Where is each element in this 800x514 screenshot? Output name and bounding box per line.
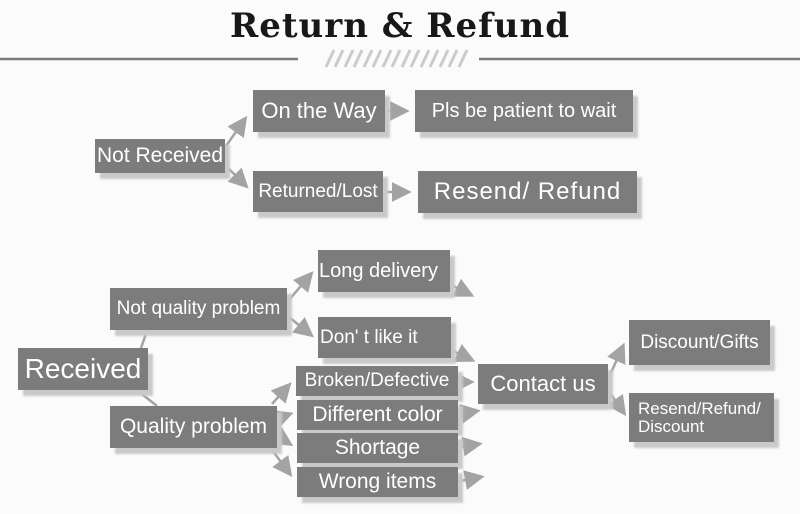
node-dont-like-it: Don' t like it (318, 317, 451, 358)
node-different-color: Different color (297, 400, 458, 430)
page-title: Return & Refund (229, 6, 571, 46)
node-contact-us: Contact us (478, 364, 608, 404)
arrow-contact-to-discount-gifts (607, 342, 626, 376)
arrow-not-quality-to-long-delivery (288, 271, 314, 301)
link-received-to-quality-problem (137, 390, 158, 407)
arrow-not-received-to-returned-lost (225, 165, 249, 189)
arrow-dont-like-to-contact-us (450, 343, 476, 363)
node-received: Received (18, 348, 148, 390)
arrow-long-delivery-out (450, 278, 475, 297)
arrow-wrong-items-out (459, 470, 485, 490)
node-shortage: Shortage (297, 433, 458, 463)
arrow-not-quality-to-dont-like (288, 316, 314, 338)
arrow-quality-to-wrong (271, 449, 293, 477)
node-on-the-way: On the Way (253, 90, 385, 132)
node-returned-lost: Returned/Lost (253, 171, 383, 212)
arrow-shortage-out (459, 436, 483, 457)
node-not-received: Not Received (95, 139, 225, 173)
hatch-decoration (324, 49, 469, 68)
arrow-quality-to-shortage (270, 426, 294, 447)
node-long-delivery: Long delivery (318, 250, 450, 292)
node-pls-be-patient: Pls be patient to wait (415, 90, 633, 132)
node-resend-refund-discount-line2: Discount (638, 416, 705, 436)
arrow-different-out (459, 403, 481, 424)
node-resend-refund: Resend/ Refund (418, 171, 637, 213)
node-not-quality-problem: Not quality problem (110, 288, 287, 330)
node-wrong-items: Wrong items (297, 467, 458, 497)
node-broken-defective: Broken/Defective (296, 366, 458, 396)
node-quality-problem: Quality problem (110, 406, 277, 448)
node-resend-refund-discount: Resend/Refund/ Discount (629, 393, 774, 442)
arrow-not-received-to-on-the-way (224, 115, 248, 147)
node-resend-refund-discount-line1: Resend/Refund/ (638, 398, 761, 418)
link-not-quality-to-received (139, 330, 149, 349)
arrow-quality-to-broken (270, 382, 292, 405)
arrow-contact-to-resend-refund-discount (606, 392, 627, 417)
arrow-quality-to-different (271, 410, 294, 429)
node-discount-gifts: Discount/Gifts (629, 320, 770, 365)
